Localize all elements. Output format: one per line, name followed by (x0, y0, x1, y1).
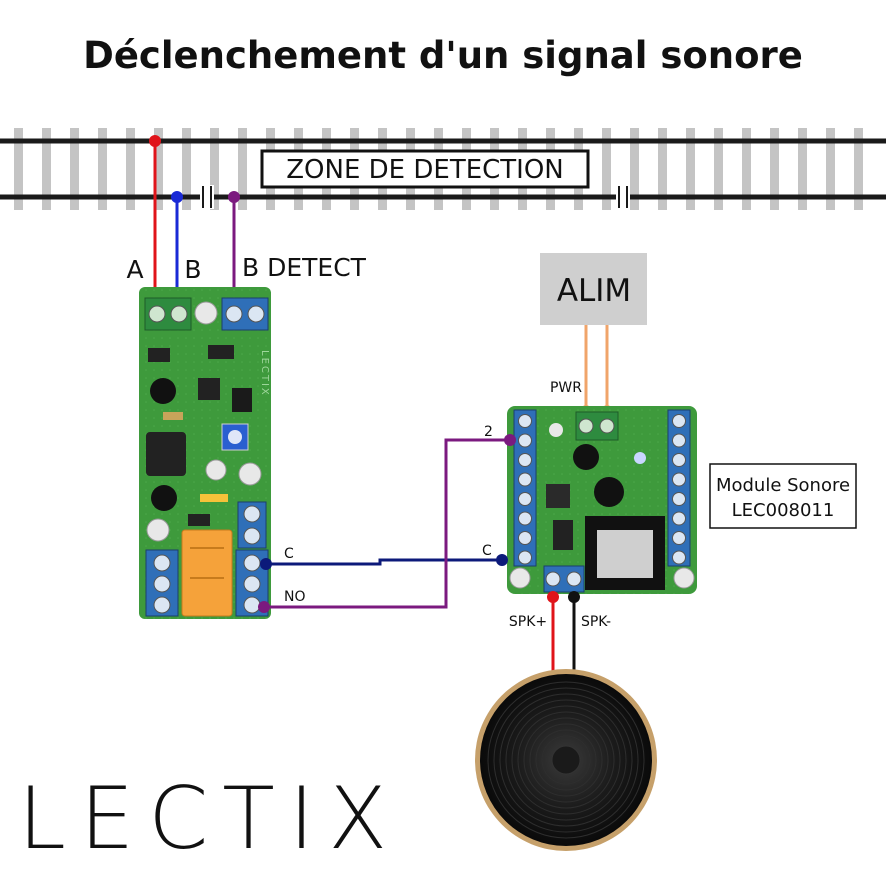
track-sleeper (714, 128, 723, 210)
spk-minus-label: SPK- (581, 614, 611, 630)
power-supply-box (540, 253, 647, 325)
rail-gap-left (200, 185, 214, 209)
detection-zone-box (260, 149, 590, 189)
track-sleeper (686, 128, 695, 210)
sound-module-mount-hole-left (509, 567, 531, 589)
wire-c-navy (266, 558, 502, 566)
terminal-b-label: B (184, 255, 201, 284)
track-sleeper (854, 128, 863, 210)
out-no-label: NO (284, 589, 306, 605)
railway-track: ZONE DE DETECTION (0, 128, 886, 210)
terminal-screw (518, 453, 532, 467)
page-title: Déclenchement d'un signal sonore (83, 34, 803, 77)
speaker-ring (541, 735, 591, 785)
track-sleeper (42, 128, 51, 210)
wire-a-dot-top (149, 135, 161, 147)
detector-left-terminal-blue (145, 549, 179, 617)
detector-board-text: LECTIX (259, 350, 270, 397)
terminal-screw (672, 453, 686, 467)
speaker-ring (535, 729, 597, 791)
terminal-screw (518, 550, 532, 565)
track-wires (149, 135, 240, 303)
sound-module-right-terminals (667, 409, 691, 567)
speaker-ring (511, 705, 621, 815)
wire-b-dot-top (171, 191, 183, 203)
terminal-screw (672, 414, 686, 428)
detector-mount-hole-bottom (146, 518, 170, 542)
detector-detect-terminal-blue (221, 297, 269, 331)
track-sleeper (658, 128, 667, 210)
sound-module-power-terminal (575, 411, 619, 441)
pwr-label: PWR (550, 380, 582, 396)
track-sleeper (126, 128, 135, 210)
track-sleeper (98, 128, 107, 210)
track-sleeper (798, 128, 807, 210)
speaker-ring (487, 681, 645, 839)
sound-module-mount-hole-right (673, 567, 695, 589)
terminal-screw (672, 472, 686, 487)
track-sleeper (14, 128, 23, 210)
lectix-logo: LECTIX (18, 769, 401, 869)
track-sleeper (210, 128, 219, 210)
track-sleeper (70, 128, 79, 210)
terminal-screw (518, 492, 532, 506)
detection-zone-label: ZONE DE DETECTION (286, 155, 564, 185)
detector-relay (181, 529, 233, 617)
track-sleeper (182, 128, 191, 210)
detector-input-terminal-green (144, 297, 192, 331)
terminal-screw (672, 492, 686, 506)
input-2-label: 2 (484, 424, 493, 440)
speaker-ring (499, 693, 633, 827)
speaker-ring (517, 711, 615, 809)
sound-module-speaker-terminal (543, 565, 585, 593)
track-sleeper (742, 128, 751, 210)
terminal-screw (518, 511, 532, 526)
wire-detect-dot-top (228, 191, 240, 203)
sound-module-board (507, 406, 697, 594)
detector-mount-hole-top (194, 301, 218, 325)
track-sleeper (770, 128, 779, 210)
track-sleeper (602, 128, 611, 210)
track-sleeper (630, 128, 639, 210)
terminal-screw (518, 433, 532, 448)
power-supply-label: ALIM (557, 273, 631, 309)
track-sleeper (238, 128, 247, 210)
input-c-label: C (482, 543, 492, 559)
terminal-screw (672, 550, 686, 565)
terminal-screw (672, 433, 686, 448)
terminal-screw (518, 531, 532, 545)
wire-no-purple (264, 438, 510, 609)
out-c-label: C (284, 546, 294, 562)
sound-module-name-box (709, 463, 857, 529)
sound-module-left-terminals (513, 409, 537, 567)
track-sleeper (154, 128, 163, 210)
rail-gap-right (616, 185, 630, 209)
terminal-screw (672, 531, 686, 545)
terminal-detect-label: B DETECT (242, 253, 367, 282)
speaker-ring (505, 699, 627, 821)
terminal-screw (672, 511, 686, 526)
speaker-ring (523, 717, 609, 803)
speaker-ring (493, 687, 639, 833)
relay-output-wires (258, 434, 516, 613)
sound-module-name-line1: Module Sonore (716, 475, 850, 496)
speaker (475, 669, 657, 851)
terminal-screw (518, 472, 532, 487)
track-sleeper (826, 128, 835, 210)
speaker-ring (529, 723, 603, 797)
terminal-screw (518, 414, 532, 428)
spk-plus-label: SPK+ (509, 614, 547, 630)
detector-aux-terminal-blue (237, 501, 267, 549)
speaker-cone-rings (487, 681, 645, 839)
terminal-a-label: A (126, 255, 143, 284)
detector-board: LECTIX (139, 287, 271, 619)
sound-module-name-line2: LEC008011 (732, 500, 835, 521)
detector-mount-hole-mid (238, 462, 262, 486)
